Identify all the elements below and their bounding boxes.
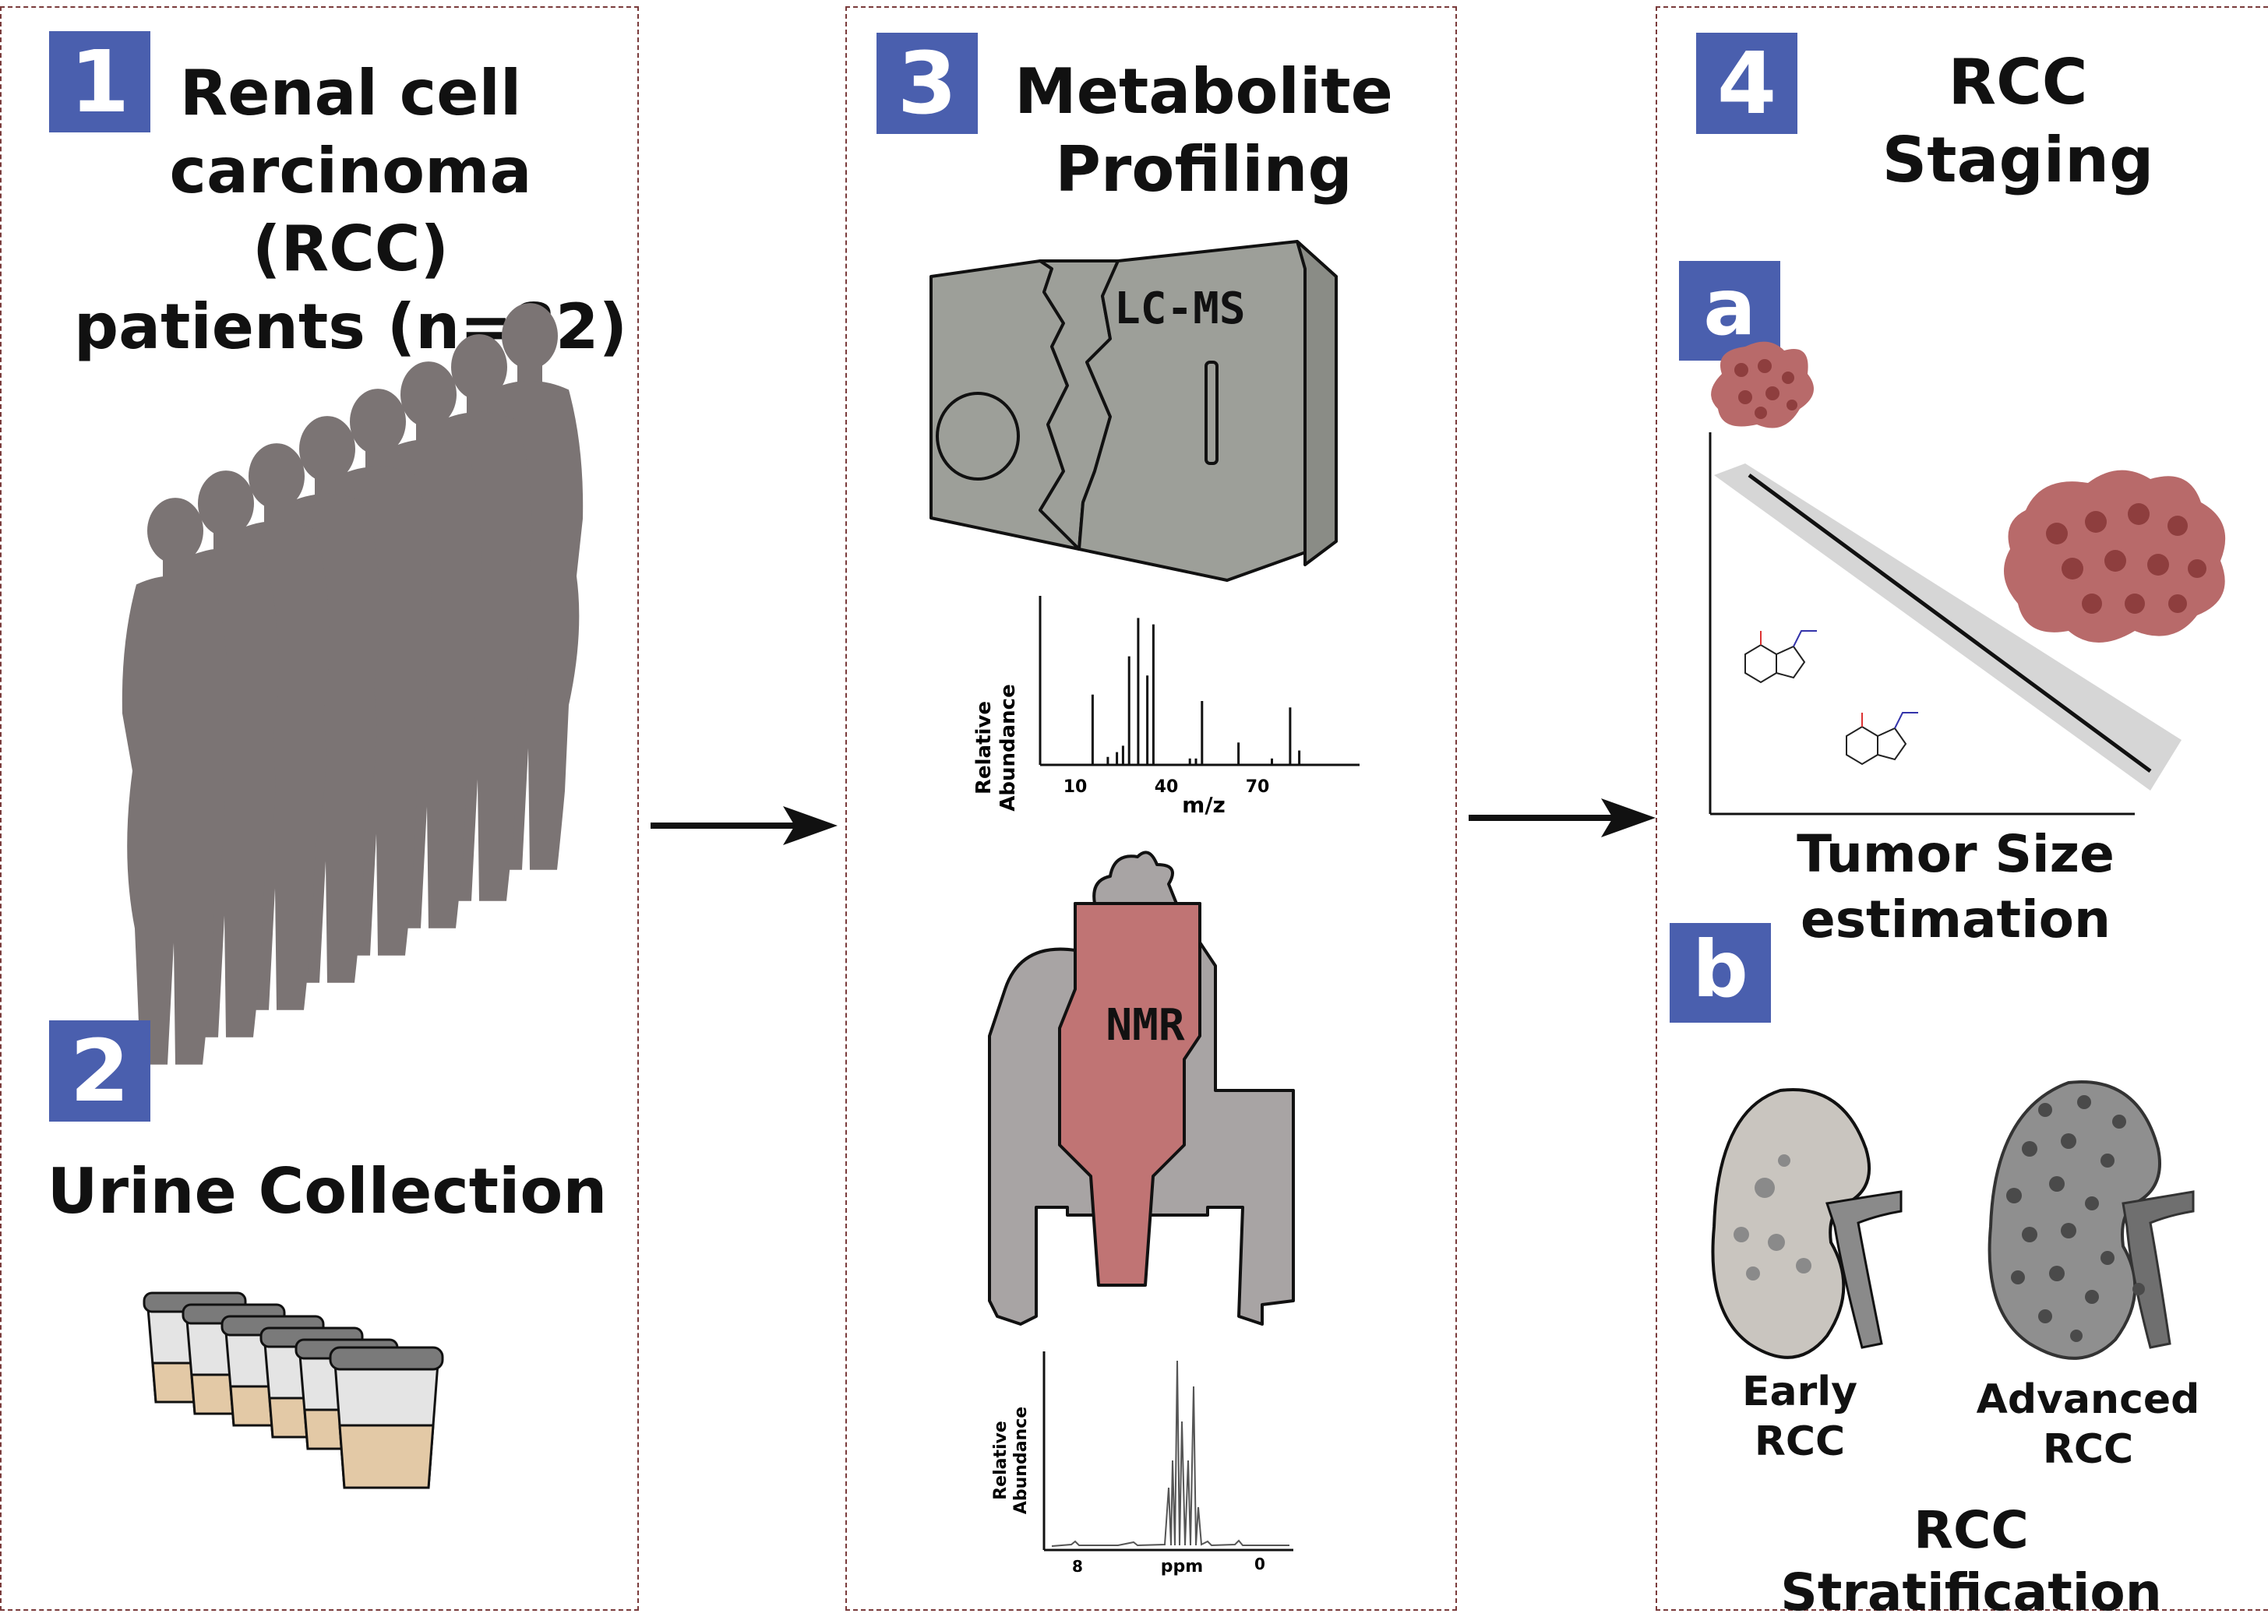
panel-profiling — [845, 6, 1457, 1611]
early-rcc-line-1: Early — [1742, 1369, 1857, 1415]
ms-ylabel-1: Relative — [972, 701, 996, 794]
tumor-caption-line-2: estimation — [1800, 890, 2111, 949]
arrow-right-icon — [651, 806, 838, 845]
rcc-stratification-label: RCC Stratification — [1780, 1500, 2162, 1622]
ms-ylabel-2: Abundance — [996, 684, 1020, 811]
advanced-rcc-line-2: RCC — [2042, 1426, 2134, 1473]
step-4-title: RCC Staging — [1854, 44, 2182, 199]
nmr-trace — [1051, 1360, 1289, 1547]
step-3-title-line-1: Metabolite — [1014, 55, 1393, 128]
nmr-spectrum-chart: Relative Abundance 8 0 ppm — [991, 1351, 1293, 1576]
ms-tick-40: 40 — [1155, 777, 1179, 797]
early-rcc-label: Early RCC — [1710, 1367, 1889, 1467]
step-3-title: Metabolite Profiling — [1005, 53, 1402, 209]
step-4-title-line-1: RCC — [1948, 46, 2088, 118]
ms-spectrum-chart: Relative Abundance 10 40 70 m/z — [972, 596, 1360, 818]
step-4-title-line-2: Staging — [1882, 124, 2154, 196]
step-1-badge: 1 — [49, 31, 150, 132]
panel-staging — [1656, 6, 2268, 1611]
step-4-badge: 4 — [1696, 33, 1797, 134]
nmr-tick-8: 8 — [1072, 1557, 1083, 1576]
step-2-badge: 2 — [49, 1020, 150, 1122]
urine-cups-icon — [143, 1291, 444, 1489]
lcms-instrument-icon: LC-MS — [929, 240, 1338, 582]
arrow-right-icon — [1469, 798, 1656, 837]
ms-tick-70: 70 — [1246, 777, 1270, 797]
advanced-kidney-icon — [1988, 1080, 2195, 1360]
step-2-title: Urine Collection — [47, 1155, 608, 1228]
step-1-title-line-2: carcinoma (RCC) — [169, 135, 532, 285]
lcms-label: LC-MS — [1114, 284, 1246, 334]
early-rcc-line-2: RCC — [1754, 1418, 1846, 1465]
tumor-size-plot — [1709, 341, 2226, 816]
ms-tick-10: 10 — [1063, 777, 1088, 797]
step-3-title-line-2: Profiling — [1055, 133, 1353, 206]
panel-patients — [0, 6, 639, 1611]
advanced-rcc-line-1: Advanced — [1976, 1376, 2200, 1423]
tumor-size-caption: Tumor Size estimation — [1769, 822, 2143, 953]
step-1-title: Renal cell carcinoma (RCC) patients (n=8… — [70, 55, 631, 366]
patients-silhouettes-icon — [122, 303, 584, 1065]
nmr-label: NMR — [1106, 1000, 1184, 1051]
advanced-rcc-label: Advanced RCC — [1963, 1375, 2213, 1474]
tumor-caption-line-1: Tumor Size — [1797, 824, 2115, 884]
nmr-ylabel-2: Abundance — [1011, 1407, 1031, 1514]
step-1-title-line-1: Renal cell — [179, 57, 522, 129]
nmr-xlabel: ppm — [1161, 1557, 1203, 1576]
small-tumor-icon — [1711, 341, 1814, 428]
sub-b-badge: b — [1670, 923, 1771, 1023]
molecule-structure-icon — [1744, 630, 1817, 684]
ms-xlabel: m/z — [1182, 792, 1226, 818]
nmr-tick-0: 0 — [1254, 1555, 1265, 1573]
nmr-ylabel-1: Relative — [991, 1421, 1011, 1500]
nmr-instrument-icon: NMR — [988, 851, 1295, 1326]
step-3-badge: 3 — [877, 33, 978, 134]
early-kidney-icon — [1711, 1088, 1903, 1359]
large-tumor-icon — [2004, 470, 2226, 643]
molecule-structure-icon — [1846, 712, 1918, 766]
